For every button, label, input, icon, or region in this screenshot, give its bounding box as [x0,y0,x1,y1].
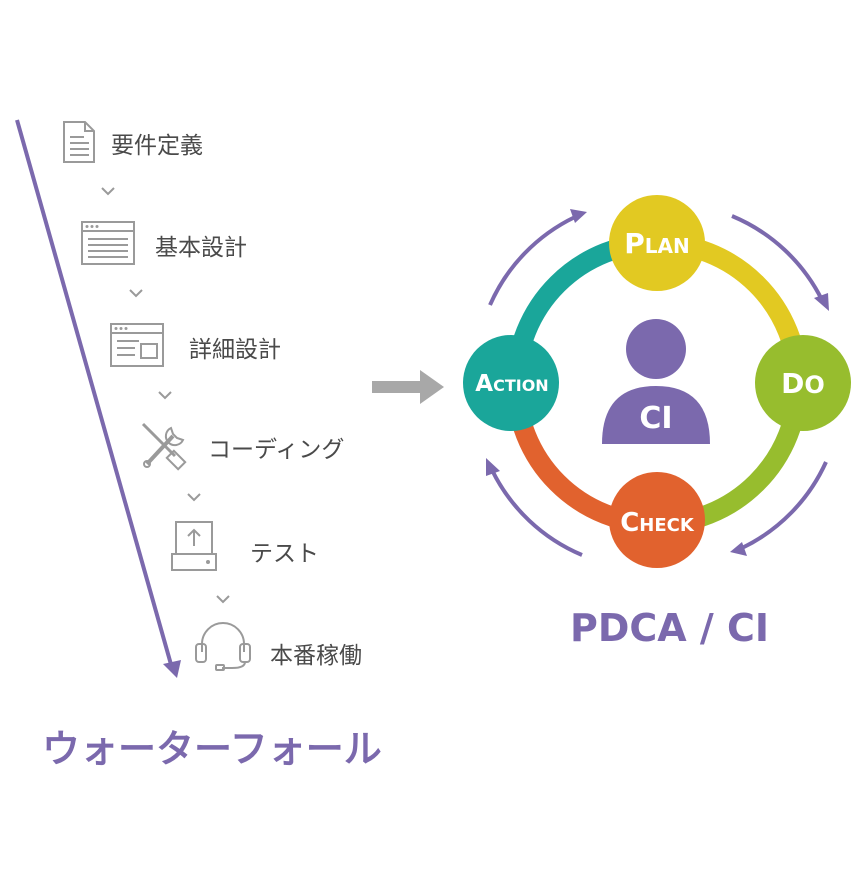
cycle-arrowhead [486,458,500,476]
do-node [755,335,851,431]
headset-icon [195,622,251,671]
check-label-cap: C [620,508,639,538]
chevron-down-icon [216,595,230,604]
cycle-arrowhead [730,542,747,556]
cycle-arrow-action-to-plan [488,215,576,306]
step-label-testing: テスト [250,541,319,567]
window-list-icon [81,221,135,265]
chevron-down-icon [158,391,172,400]
cycle-arrow-do-to-check [741,461,828,550]
step-label-detailed-design: 詳細設計 [189,337,281,363]
do-label-cap: D [781,367,804,400]
tools-icon [141,422,187,471]
upload-drive-icon [171,521,217,571]
document-icon [63,121,95,163]
cycle-arrowhead [814,293,829,311]
step-label-basic-design: 基本設計 [155,235,247,261]
plan-label-cap: P [624,227,645,260]
svg-text:PLAN: PLAN [624,227,690,260]
waterfall-title: ウォーターフォール [42,727,382,771]
action-label-cap: A [475,371,493,397]
transition-arrow [372,370,444,404]
action-label-rest: CTION [493,376,549,395]
do-label-rest: O [804,371,824,399]
cycle-arrow-plan-to-do [731,214,824,301]
svg-text:ACTION: ACTION [475,371,548,397]
step-label-coding: コーディング [208,437,345,463]
svg-text:DO: DO [781,367,825,400]
cycle-arrow-check-to-action [490,469,583,557]
cycle-arrowhead [570,209,587,223]
pdca-title: PDCA / CI [570,606,770,650]
action-node [463,335,559,431]
check-node [609,472,705,568]
chevron-down-icon [101,187,115,196]
person-body-icon [602,386,710,444]
center-label: CI [639,401,672,436]
svg-text:CHECK: CHECK [620,508,695,538]
window-layout-icon [110,323,164,367]
plan-node [609,195,705,291]
plan-label-rest: LAN [645,234,690,258]
chevron-down-icon [129,289,143,298]
chevron-down-icon [187,493,201,502]
person-head-icon [626,319,686,379]
step-label-production: 本番稼働 [270,643,362,669]
check-label-rest: HECK [639,515,695,536]
step-label-requirements: 要件定義 [111,133,203,159]
